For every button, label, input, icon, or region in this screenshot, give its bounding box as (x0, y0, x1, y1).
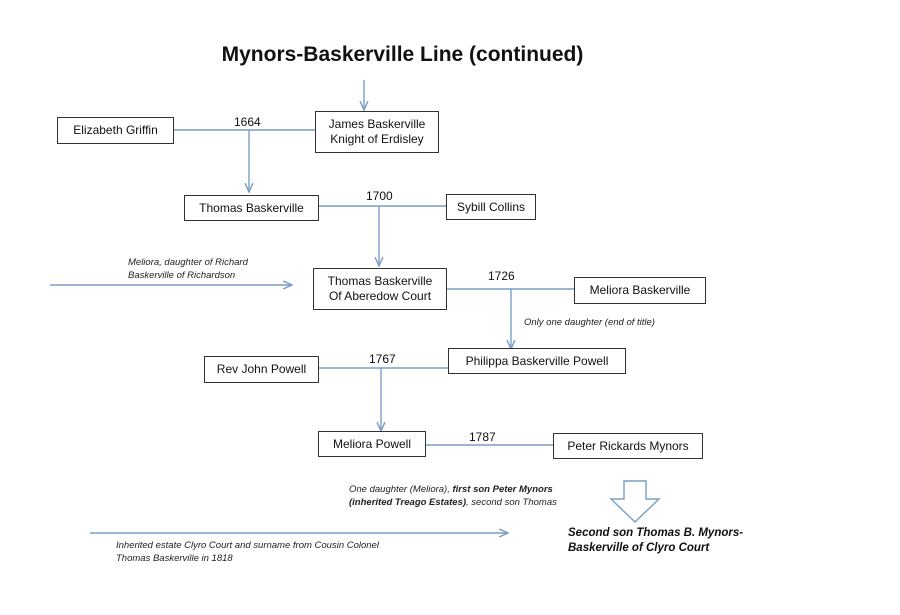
person-rev-john-powell: Rev John Powell (204, 356, 319, 383)
person-name: Philippa Baskerville Powell (465, 353, 609, 368)
person-name: Sybill Collins (456, 199, 526, 214)
person-james-baskerville: James Baskerville Knight of Erdisley (315, 111, 439, 153)
person-name: Meliora Powell (332, 436, 412, 451)
marriage-year-1664: 1664 (234, 115, 261, 129)
note-segment: , second son Thomas (466, 497, 557, 508)
note-inherited: Inherited estate Clyro Court and surname… (116, 539, 516, 565)
person-elizabeth-griffin: Elizabeth Griffin (57, 117, 174, 144)
person-thomas-baskerville-1: Thomas Baskerville (184, 195, 319, 221)
note-children: One daughter (Meliora), first son Peter … (349, 483, 619, 509)
note-segment-bold: (inherited Treago Estates) (349, 497, 467, 508)
diagram-title: Mynors-Baskerville Line (continued) (221, 43, 584, 66)
person-title: Knight of Erdisley (330, 132, 424, 146)
note-line: Thomas Baskerville in 1818 (116, 553, 233, 564)
person-sybill-collins: Sybill Collins (446, 194, 536, 220)
person-name: Elizabeth Griffin (73, 123, 158, 137)
note-line: Meliora, daughter of Richard (128, 257, 248, 268)
note-only-one-daughter: Only one daughter (end of title) (524, 317, 655, 328)
marriage-year-1767: 1767 (369, 352, 396, 366)
marriage-year-1700: 1700 (366, 189, 393, 203)
person-title: Of Aberedow Court (328, 289, 432, 303)
note-line: (inherited Treago Estates), second son T… (349, 496, 619, 509)
person-meliora-baskerville: Meliora Baskerville (574, 277, 706, 304)
marriage-year-1726: 1726 (488, 269, 515, 283)
hollow-down-arrow (609, 480, 661, 523)
note-meliora-origin: Meliora, daughter of Richard Baskerville… (128, 256, 248, 282)
final-line: Second son Thomas B. Mynors- (568, 527, 744, 539)
note-segment-bold: first son Peter Mynors (452, 484, 553, 495)
person-philippa-baskerville-powell: Philippa Baskerville Powell (448, 348, 626, 374)
marriage-year-1787: 1787 (469, 430, 496, 444)
final-line: Baskerville of Clyro Court (568, 542, 710, 554)
note-line: Baskerville of Richardson (128, 270, 236, 281)
note-line: One daughter (Meliora), first son Peter … (349, 483, 619, 496)
person-name: Thomas Baskerville (199, 200, 304, 215)
person-name: Rev John Powell (216, 362, 307, 376)
person-name: Peter Rickards Mynors (567, 438, 689, 453)
person-name: James Baskerville (328, 117, 426, 131)
note-line: Inherited estate Clyro Court and surname… (116, 540, 379, 551)
person-thomas-baskerville-2: Thomas Baskerville Of Aberedow Court (313, 268, 447, 310)
person-meliora-powell: Meliora Powell (318, 431, 426, 457)
final-heir-note: Second son Thomas B. Mynors- Baskerville… (568, 526, 798, 556)
person-name: Meliora Baskerville (589, 283, 691, 297)
note-segment: One daughter (Meliora), (349, 484, 450, 495)
person-peter-rickards-mynors: Peter Rickards Mynors (553, 433, 703, 459)
person-name: Thomas Baskerville (327, 274, 433, 288)
